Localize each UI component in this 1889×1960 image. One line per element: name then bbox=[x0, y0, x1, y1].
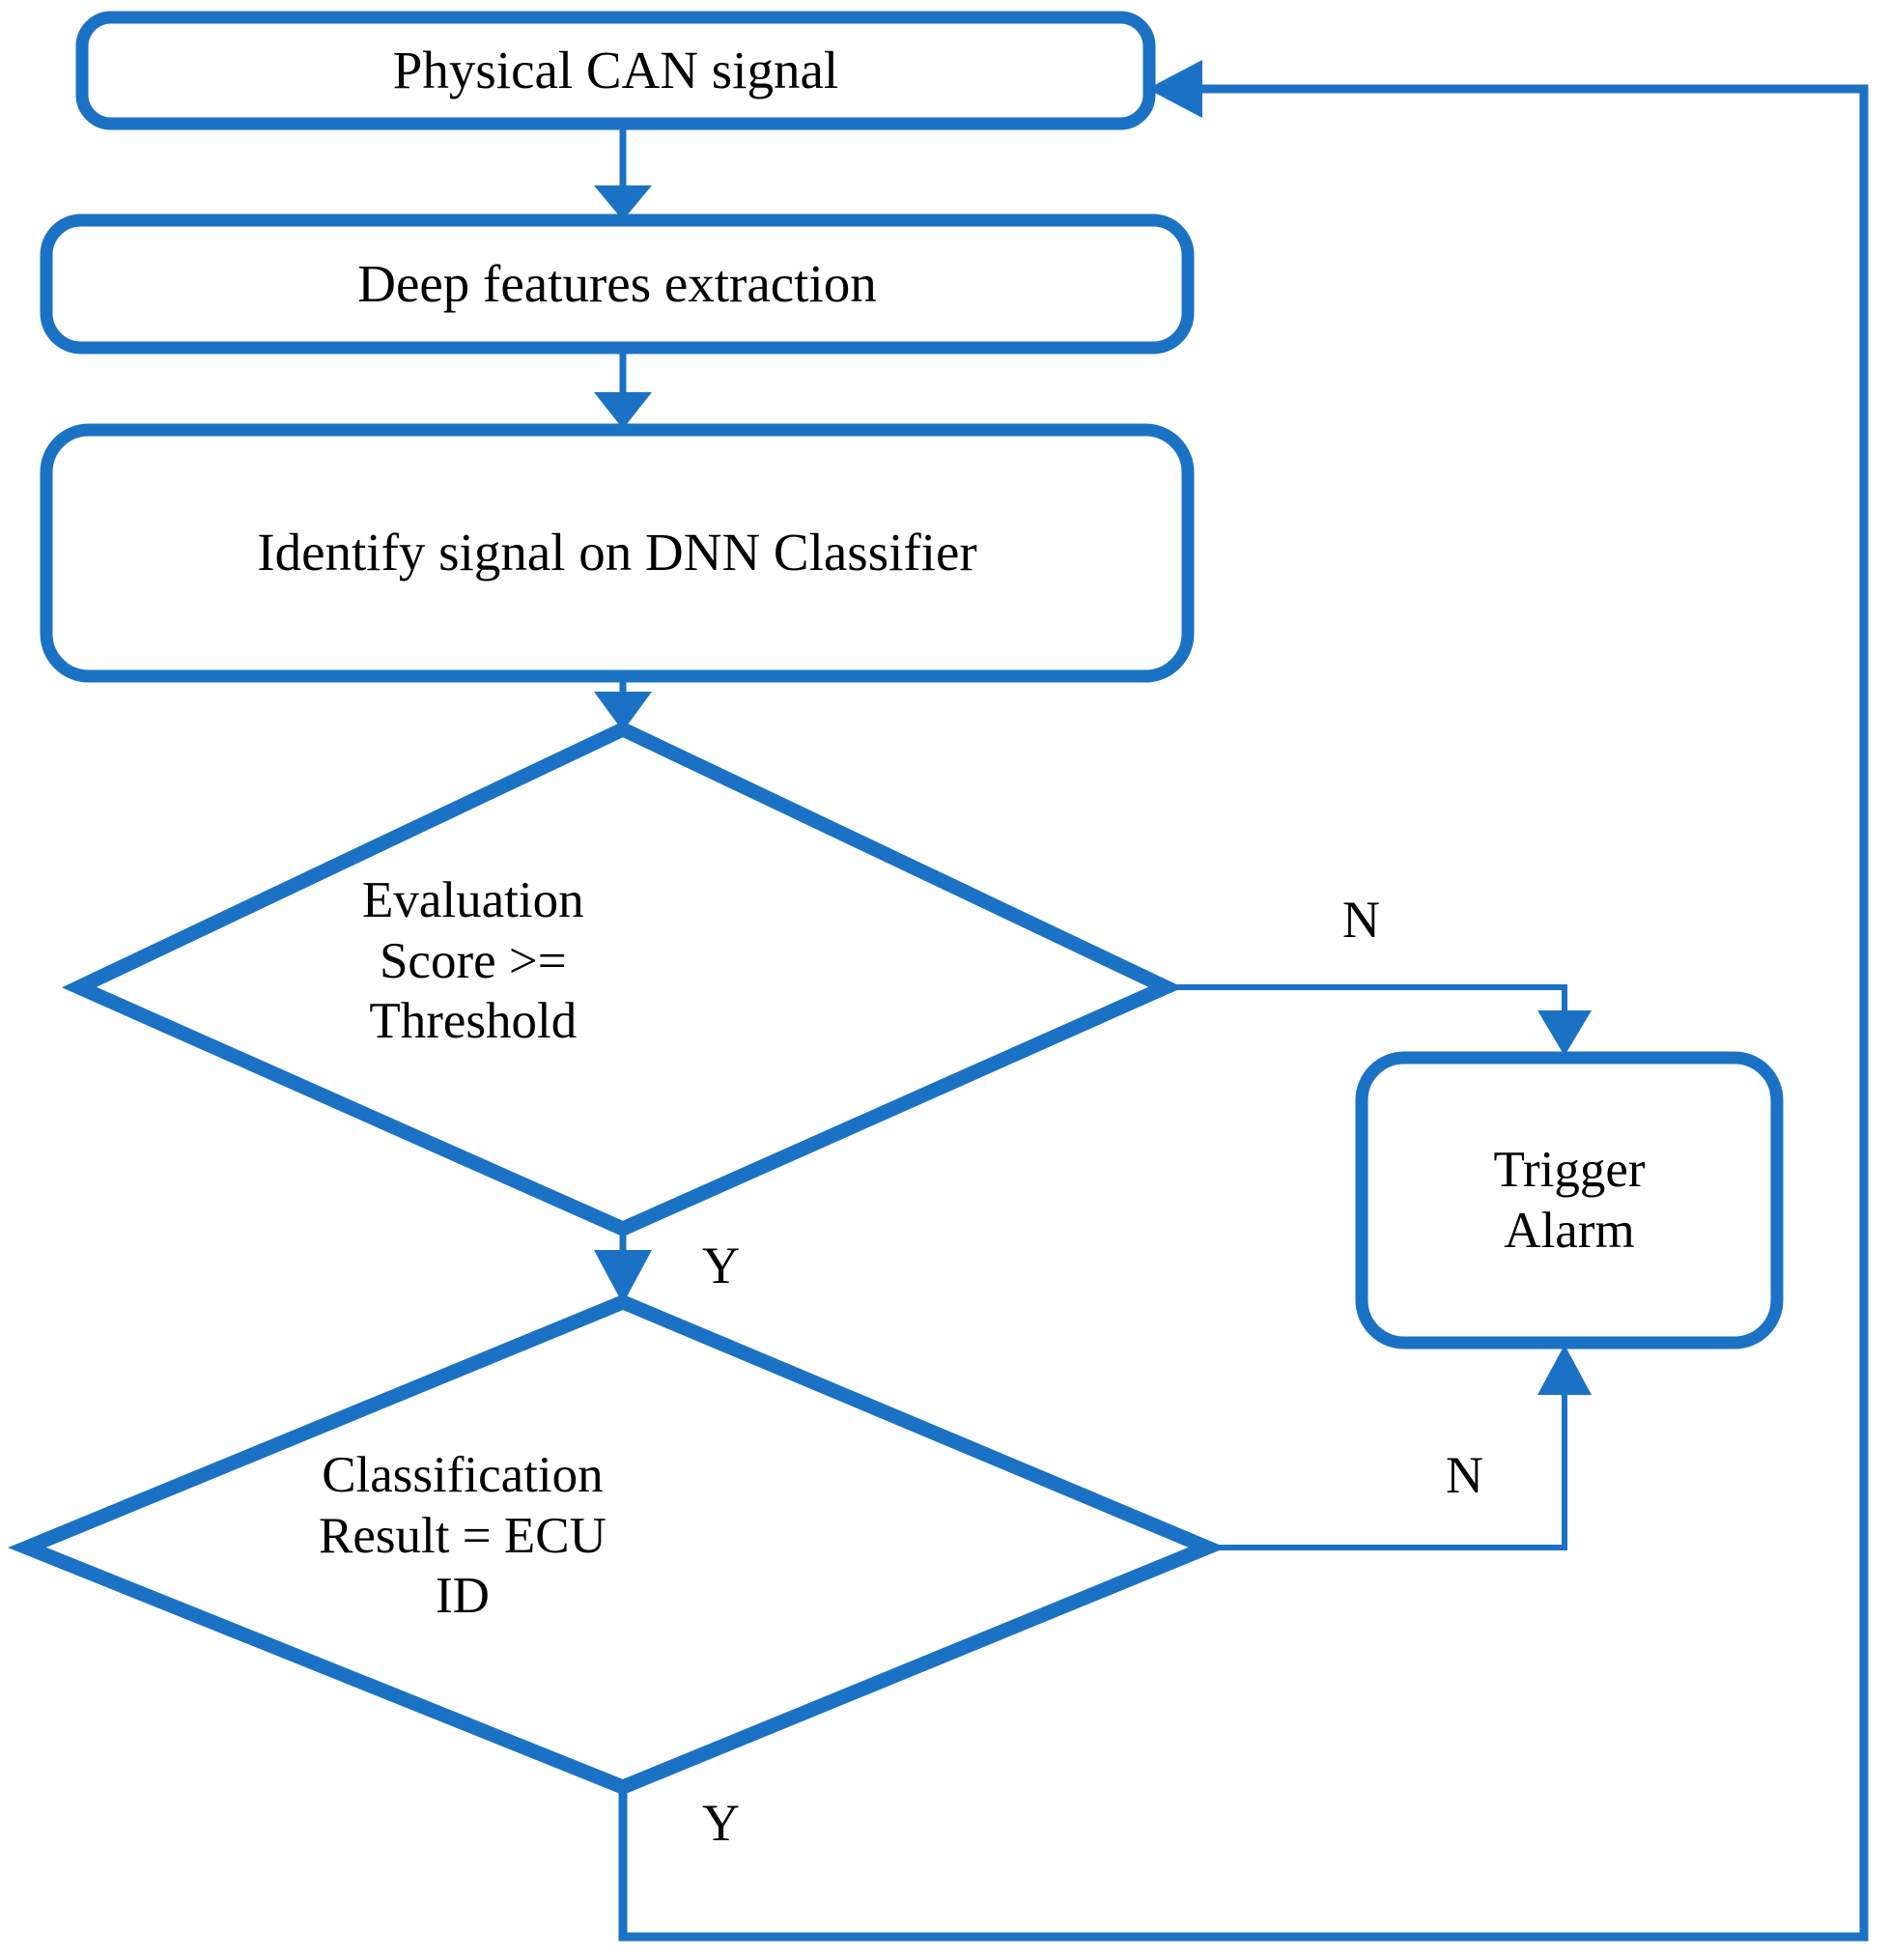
node-identify-signal-dnn bbox=[40, 423, 1195, 683]
edge-physical-to-deep bbox=[594, 126, 652, 220]
node-classification-result-decision[interactable] bbox=[27, 1302, 1207, 1787]
edge-deep-to-identify bbox=[594, 350, 652, 429]
edge-evaluation-no-to-alarm bbox=[1166, 984, 1592, 1056]
edge-evaluation-yes-to-classification bbox=[594, 1231, 652, 1304]
node-trigger-alarm bbox=[1355, 1051, 1784, 1349]
node-trigger-alarm[interactable] bbox=[1362, 1058, 1777, 1343]
node-physical-can-signal[interactable] bbox=[82, 17, 1149, 124]
node-deep-features-extraction[interactable] bbox=[46, 220, 1188, 348]
edge-classification-no-to-alarm bbox=[1207, 1345, 1592, 1550]
node-evaluation-score-decision bbox=[62, 721, 1183, 1237]
node-evaluation-score-decision[interactable] bbox=[79, 729, 1166, 1229]
edge-classification-yes-feedback bbox=[618, 60, 1869, 1942]
edge-identify-to-evaluation bbox=[594, 678, 652, 731]
node-deep-features-extraction bbox=[40, 213, 1195, 355]
node-physical-can-signal bbox=[75, 11, 1156, 130]
node-identify-signal-dnn[interactable] bbox=[46, 430, 1188, 676]
